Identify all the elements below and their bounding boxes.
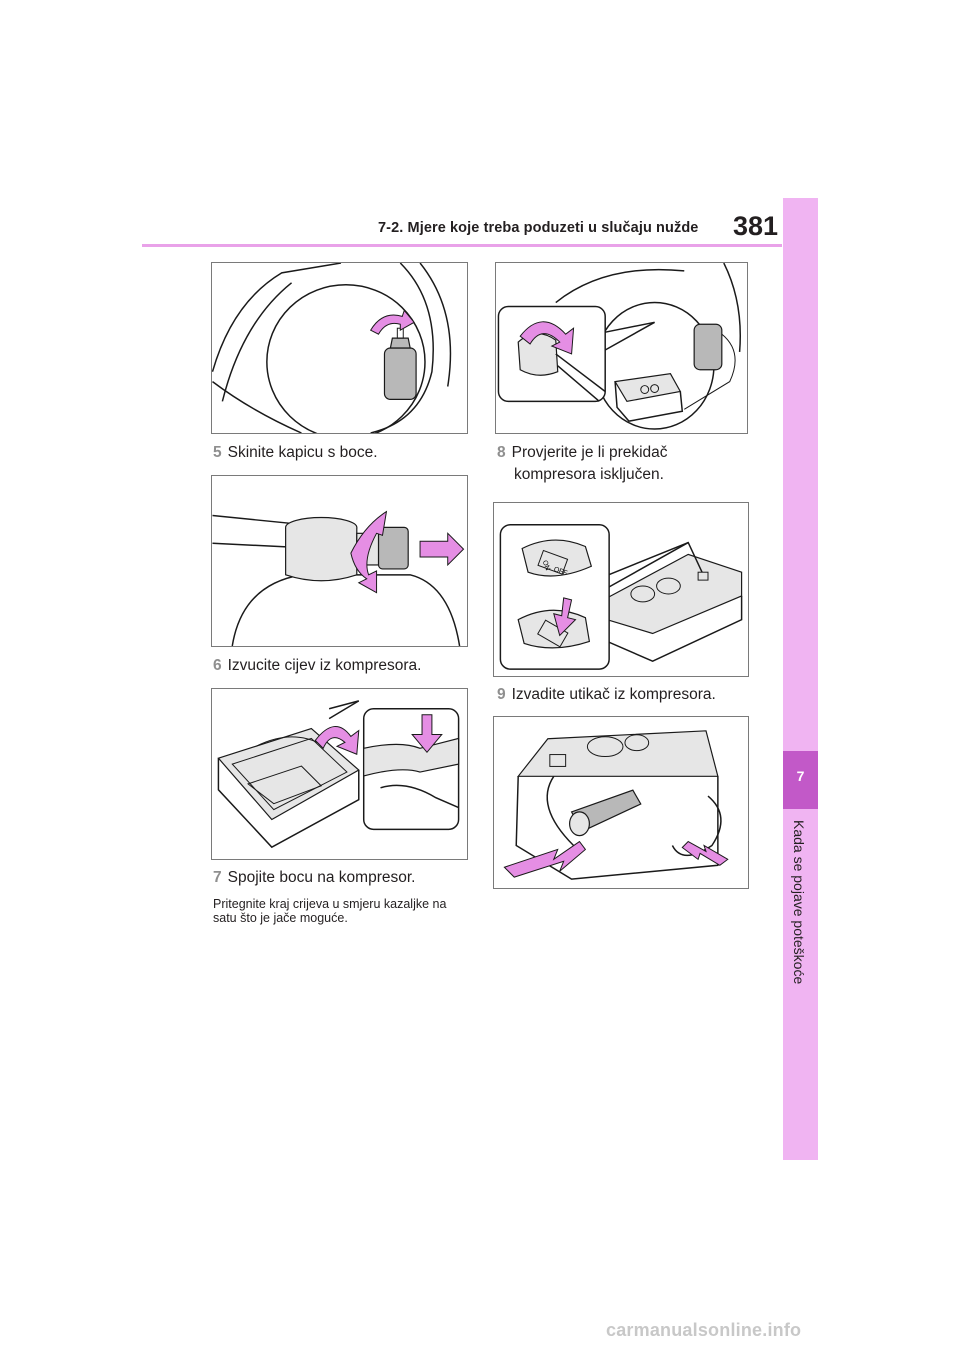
step-8-line-2: kompresora isključen. [514,463,664,486]
step-number: 6 [213,657,222,674]
step-number: 8 [497,444,506,461]
step-6: 6 Izvucite cijev iz kompresora. [213,654,421,677]
step-text: Spojite bocu na kompresor. [227,869,416,886]
step-text: Izvadite utikač iz kompresora. [511,686,716,703]
illustration-compressor-plug [503,730,729,880]
step-text-line-2: kompresora isključen. [514,466,664,483]
chapter-title: Kada se pojave poteškoće [791,820,807,985]
illustration-compressor-wheel [497,263,741,430]
figure-attach-bottle [211,688,468,860]
step-text: Izvucite cijev iz kompresora. [227,657,422,674]
figure-remove-plug [493,716,749,889]
step-text-line-1: Provjerite je li prekidač [511,444,668,461]
figure-remove-cap [211,262,468,434]
figure-pull-hose [211,475,468,647]
chapter-side-tab-active[interactable] [783,751,818,809]
switch-on-label: ON [541,560,551,572]
chapter-number: 7 [796,768,805,784]
figure-compressor-switch: ON OFF [493,502,749,677]
illustration-on-off-switch: ON OFF [499,524,743,670]
illustration-compressor-connection [217,700,460,849]
step-5: 5 Skinite kapicu s boce. [213,441,378,464]
page-number: 381 [733,211,779,241]
step-number: 7 [213,869,222,886]
illustration-bottle-cap [212,263,452,433]
step-text: Skinite kapicu s boce. [227,444,378,461]
watermark: carmanualsonline.info [606,1320,802,1340]
section-title: 7-2. Mjere koje treba poduzeti u slučaju… [378,220,699,236]
step-8: 8 Provjerite je li prekidač [497,441,668,464]
step-number: 9 [497,686,506,703]
step-7: 7 Spojite bocu na kompresor. [213,866,415,889]
chapter-side-tab[interactable] [783,198,818,1160]
step-number: 5 [213,444,222,461]
step-9: 9 Izvadite utikač iz kompresora. [497,683,716,706]
switch-off-label: OFF [553,566,568,577]
header-rule [142,244,782,247]
figure-compressor-bottle [495,262,748,434]
illustration-hose-knob [212,510,465,646]
step-7-note: Pritegnite kraj crijeva u smjeru kazaljk… [213,897,447,925]
